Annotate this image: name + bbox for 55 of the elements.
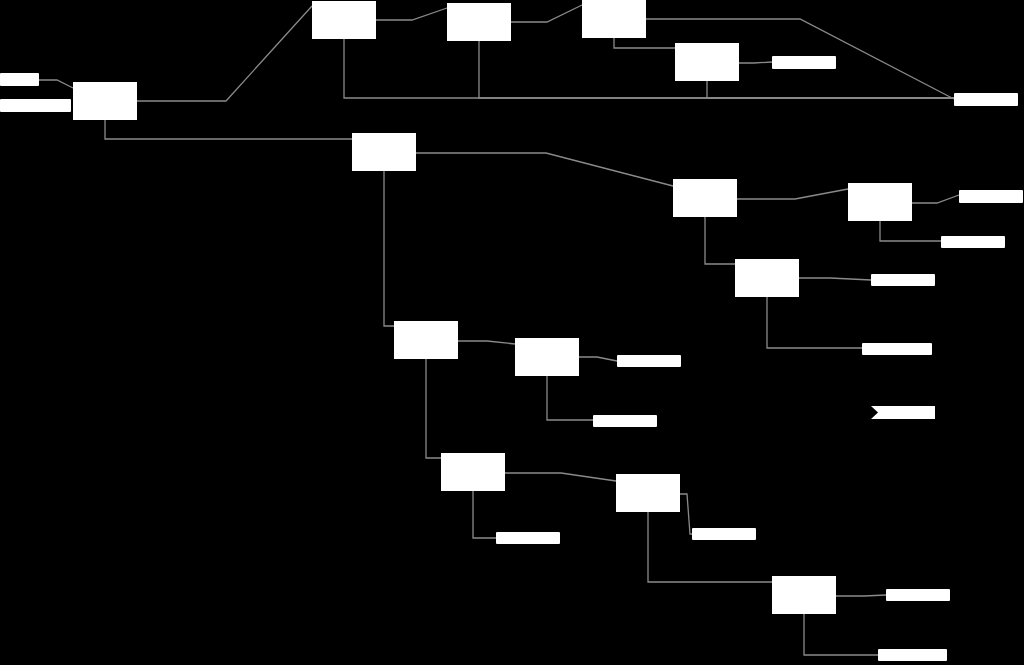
connector-line [766,296,863,349]
connector-line [504,472,617,482]
connector-line [706,80,955,99]
connector-line [546,375,594,421]
connector-line [578,356,618,362]
empty-bar [617,355,681,367]
empty-box [848,183,912,221]
empty-bar [862,343,932,355]
empty-box [447,3,511,41]
connector-line [879,220,942,242]
empty-bar [0,99,71,112]
empty-box [73,82,137,120]
connector-line [835,594,887,597]
connector-line [738,61,773,64]
empty-box [616,474,680,512]
empty-box [673,179,737,217]
empty-bar [692,528,756,540]
empty-box [515,338,579,376]
empty-bar [878,649,947,661]
connector-line [383,170,395,327]
empty-box [735,259,799,297]
empty-bar [593,415,657,427]
connector-line [679,493,693,535]
empty-box [394,321,458,359]
empty-bar [0,73,39,86]
connector-line [613,37,676,49]
connector-line [415,152,674,187]
empty-box [582,0,646,38]
connector-line [911,194,960,204]
connector-line [375,7,448,21]
empty-box [441,453,505,491]
empty-box [352,133,416,171]
empty-box [675,43,739,81]
empty-bar [959,190,1023,203]
connector-line [38,79,74,89]
connector-line [136,5,313,102]
connector-line [472,490,497,539]
connector-line [704,216,736,265]
connector-line [425,358,442,459]
empty-bar [871,274,935,286]
connector-line [647,511,773,583]
empty-bar [941,236,1005,248]
connector-line [104,119,353,140]
empty-bar [871,406,935,419]
connector-line [510,4,583,23]
connector-line [457,340,516,345]
connector-line [736,188,849,200]
empty-bar [886,589,950,601]
empty-box [772,576,836,614]
connector-line [798,277,872,281]
connector-line [803,613,879,656]
empty-bar [772,56,836,69]
empty-box [312,1,376,39]
empty-bar [954,93,1018,106]
empty-bar [496,532,560,544]
